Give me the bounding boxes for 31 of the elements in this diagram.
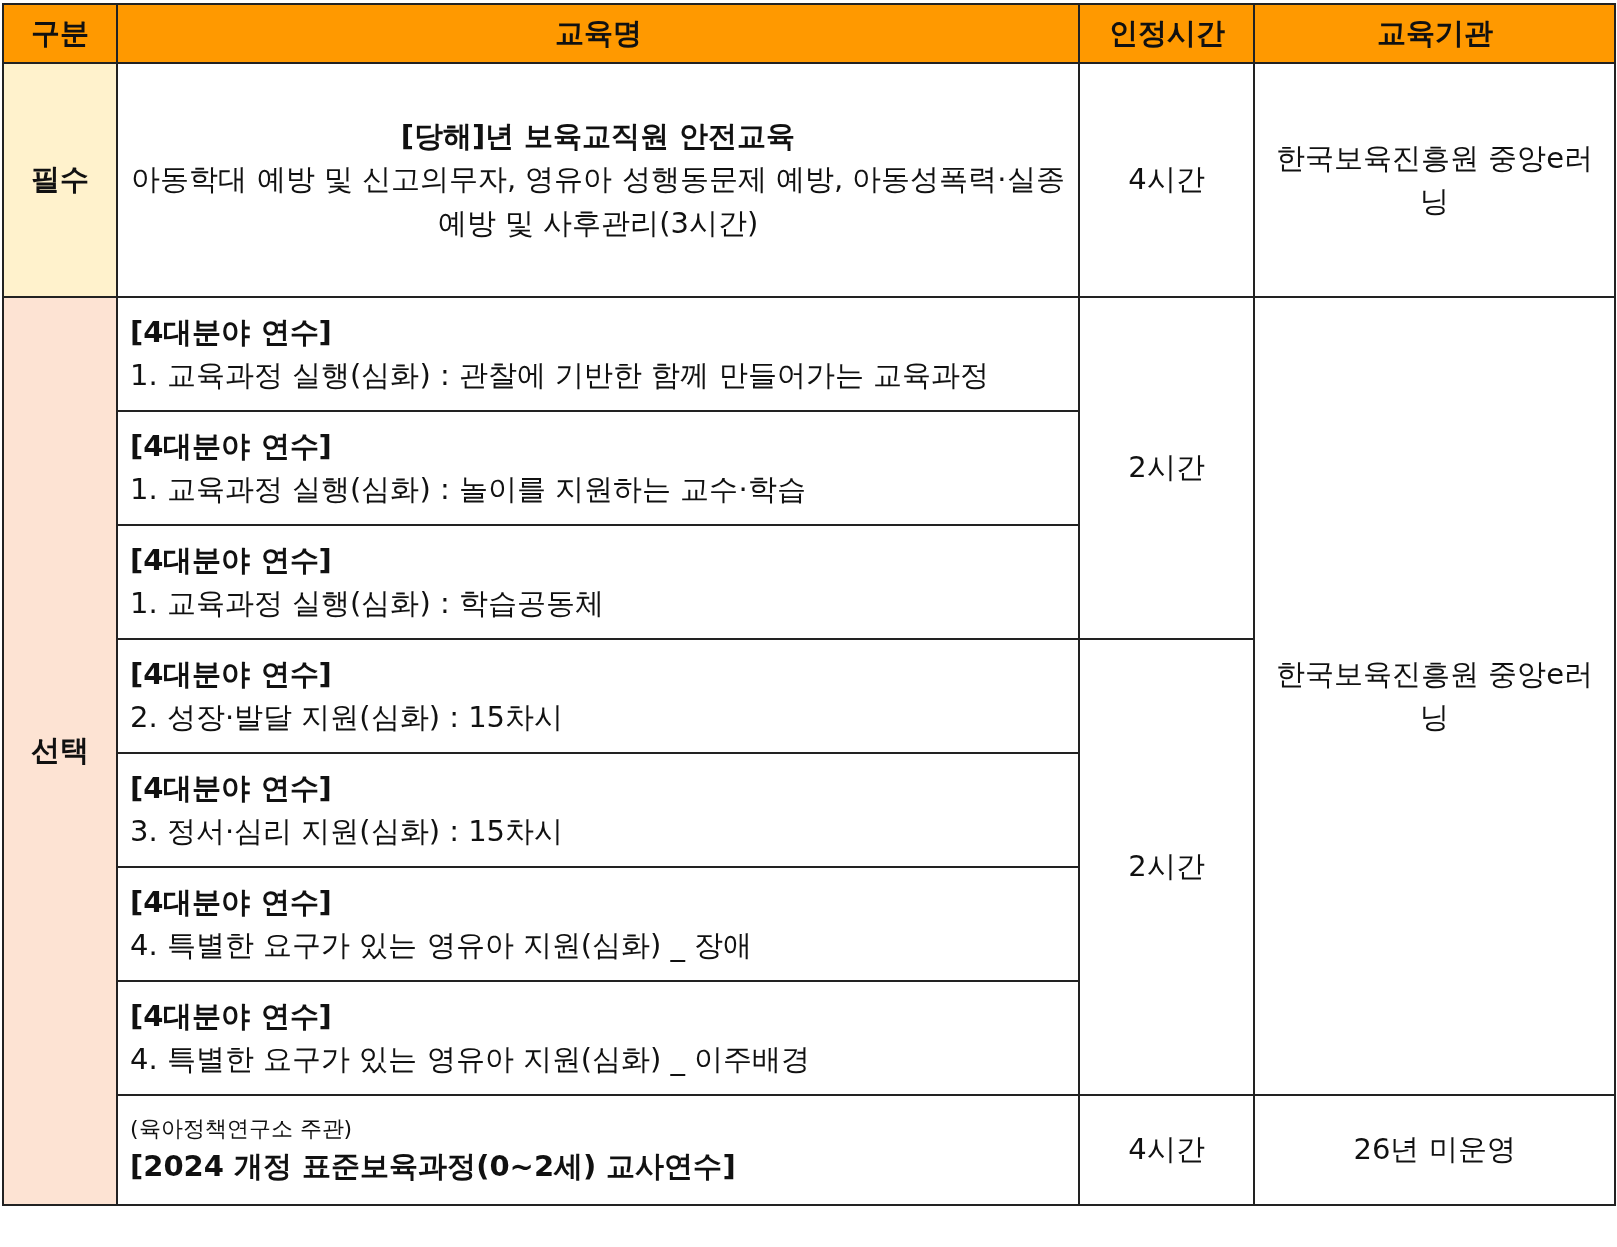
cell-text: 4. 특별한 요구가 있는 영유아 지원(심화) _ 이주배경 [130,1041,812,1078]
cell-heading: [4대분야 연수] [130,541,333,579]
cell-text: 4. 특별한 요구가 있는 영유아 지원(심화) _ 장애 [130,927,754,964]
cell-note: (육아정책연구소 주관) [130,1114,354,1143]
column-heading: 교육명 [553,14,643,52]
cell-text: 아동학대 예방 및 신고의무자, 영유아 성행동문제 예방, 아동성폭력·실종예방 및 사후관리(3시간) [130,161,1066,242]
cell-heading: [4대분야 연수] [130,883,333,921]
cell-heading: [4대분야 연수] [130,655,333,693]
cell-text: 4시간 [1127,161,1206,199]
cell-text: 1. 교육과정 실행(심화) : 놀이를 지원하는 교수·학습 [130,471,807,508]
cell-text: 4시간 [1127,1131,1206,1169]
cell-text: 한국보육진흥원 중앙e러닝 [1274,139,1595,220]
column-heading: 인정시간 [1107,14,1226,52]
cell-text: 선택 [30,732,90,770]
cell-heading: [당해]년 보육교직원 안전교육 [399,117,797,155]
cell-heading: [4대분야 연수] [130,997,333,1035]
cell-heading: [4대분야 연수] [130,769,333,807]
cell-heading: [4대분야 연수] [130,313,333,351]
cell-text: [2024 개정 표준보육과정(0~2세) 교사연수] [130,1147,737,1185]
cell-heading: [4대분야 연수] [130,427,333,465]
cell-text: 필수 [30,161,90,199]
cell-text: 2. 성장·발달 지원(심화) : 15차시 [130,699,565,736]
column-heading: 교육기관 [1375,14,1494,52]
cell-text: 1. 교육과정 실행(심화) : 관찰에 기반한 함께 만들어가는 교육과정 [130,357,990,394]
cell-text: 26년 미운영 [1352,1131,1517,1169]
column-heading: 구분 [30,14,90,52]
cell-text: 1. 교육과정 실행(심화) : 학습공동체 [130,585,605,622]
cell-text: 한국보육진흥원 중앙e러닝 [1274,655,1595,736]
cell-text: 2시간 [1127,449,1206,487]
cell-text: 2시간 [1127,848,1206,886]
cell-text: 3. 정서·심리 지원(심화) : 15차시 [130,813,565,850]
